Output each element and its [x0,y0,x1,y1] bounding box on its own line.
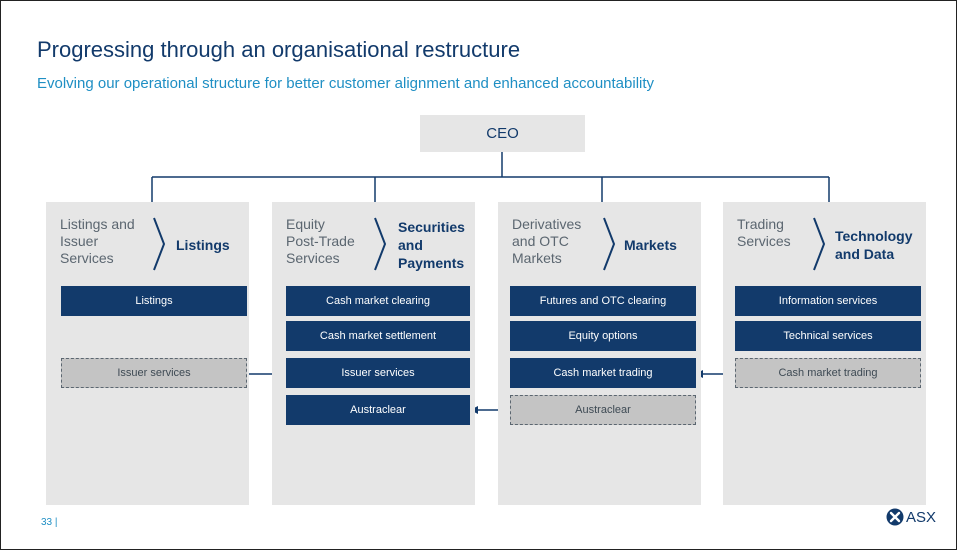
chevron-right-icon [374,217,387,271]
function-box: Futures and OTC clearing [510,286,696,316]
old-division-name: Trading Services [737,216,791,249]
function-box: Austraclear [286,395,470,425]
ceo-box: CEO [420,115,585,152]
column-listings: Listings and Issuer Services Listings Li… [46,202,249,505]
new-division-name: Markets [624,237,677,253]
function-box: Technical services [735,321,921,351]
function-box: Information services [735,286,921,316]
column-technology-and-data: Trading Services Technology and Data Inf… [723,202,926,505]
function-box: Issuer services [286,358,470,388]
function-box-moved: Issuer services [61,358,247,388]
function-box: Cash market settlement [286,321,470,351]
new-division-name: Technology and Data [835,228,913,262]
old-division-name: Equity Post-Trade Services [286,216,355,266]
function-box: Equity options [510,321,696,351]
asx-logo-icon [886,508,904,526]
slide-subtitle: Evolving our operational structure for b… [37,75,655,92]
chevron-right-icon [813,217,826,271]
column-markets: Derivatives and OTC Markets Markets Futu… [498,202,701,505]
function-box-moved: Cash market trading [735,358,921,388]
page-number: 33 | [41,517,58,528]
new-division-name: Listings [176,237,230,253]
function-box: Cash market clearing [286,286,470,316]
old-division-name: Derivatives and OTC Markets [512,216,582,266]
old-division-name: Listings and Issuer Services [60,216,135,266]
chevron-right-icon [153,217,166,271]
logo-text: ASX [906,508,937,526]
function-box: Cash market trading [510,358,696,388]
asx-logo: ASX [886,508,936,526]
function-box: Listings [61,286,247,316]
slide-title: Progressing through an organisational re… [37,37,521,62]
column-securities-and-payments: Equity Post-Trade Services Securities an… [272,202,475,505]
new-division-name: Securities and Payments [398,219,465,271]
chevron-right-icon [603,217,616,271]
ceo-label: CEO [486,125,519,142]
function-box-moved: Austraclear [510,395,696,425]
